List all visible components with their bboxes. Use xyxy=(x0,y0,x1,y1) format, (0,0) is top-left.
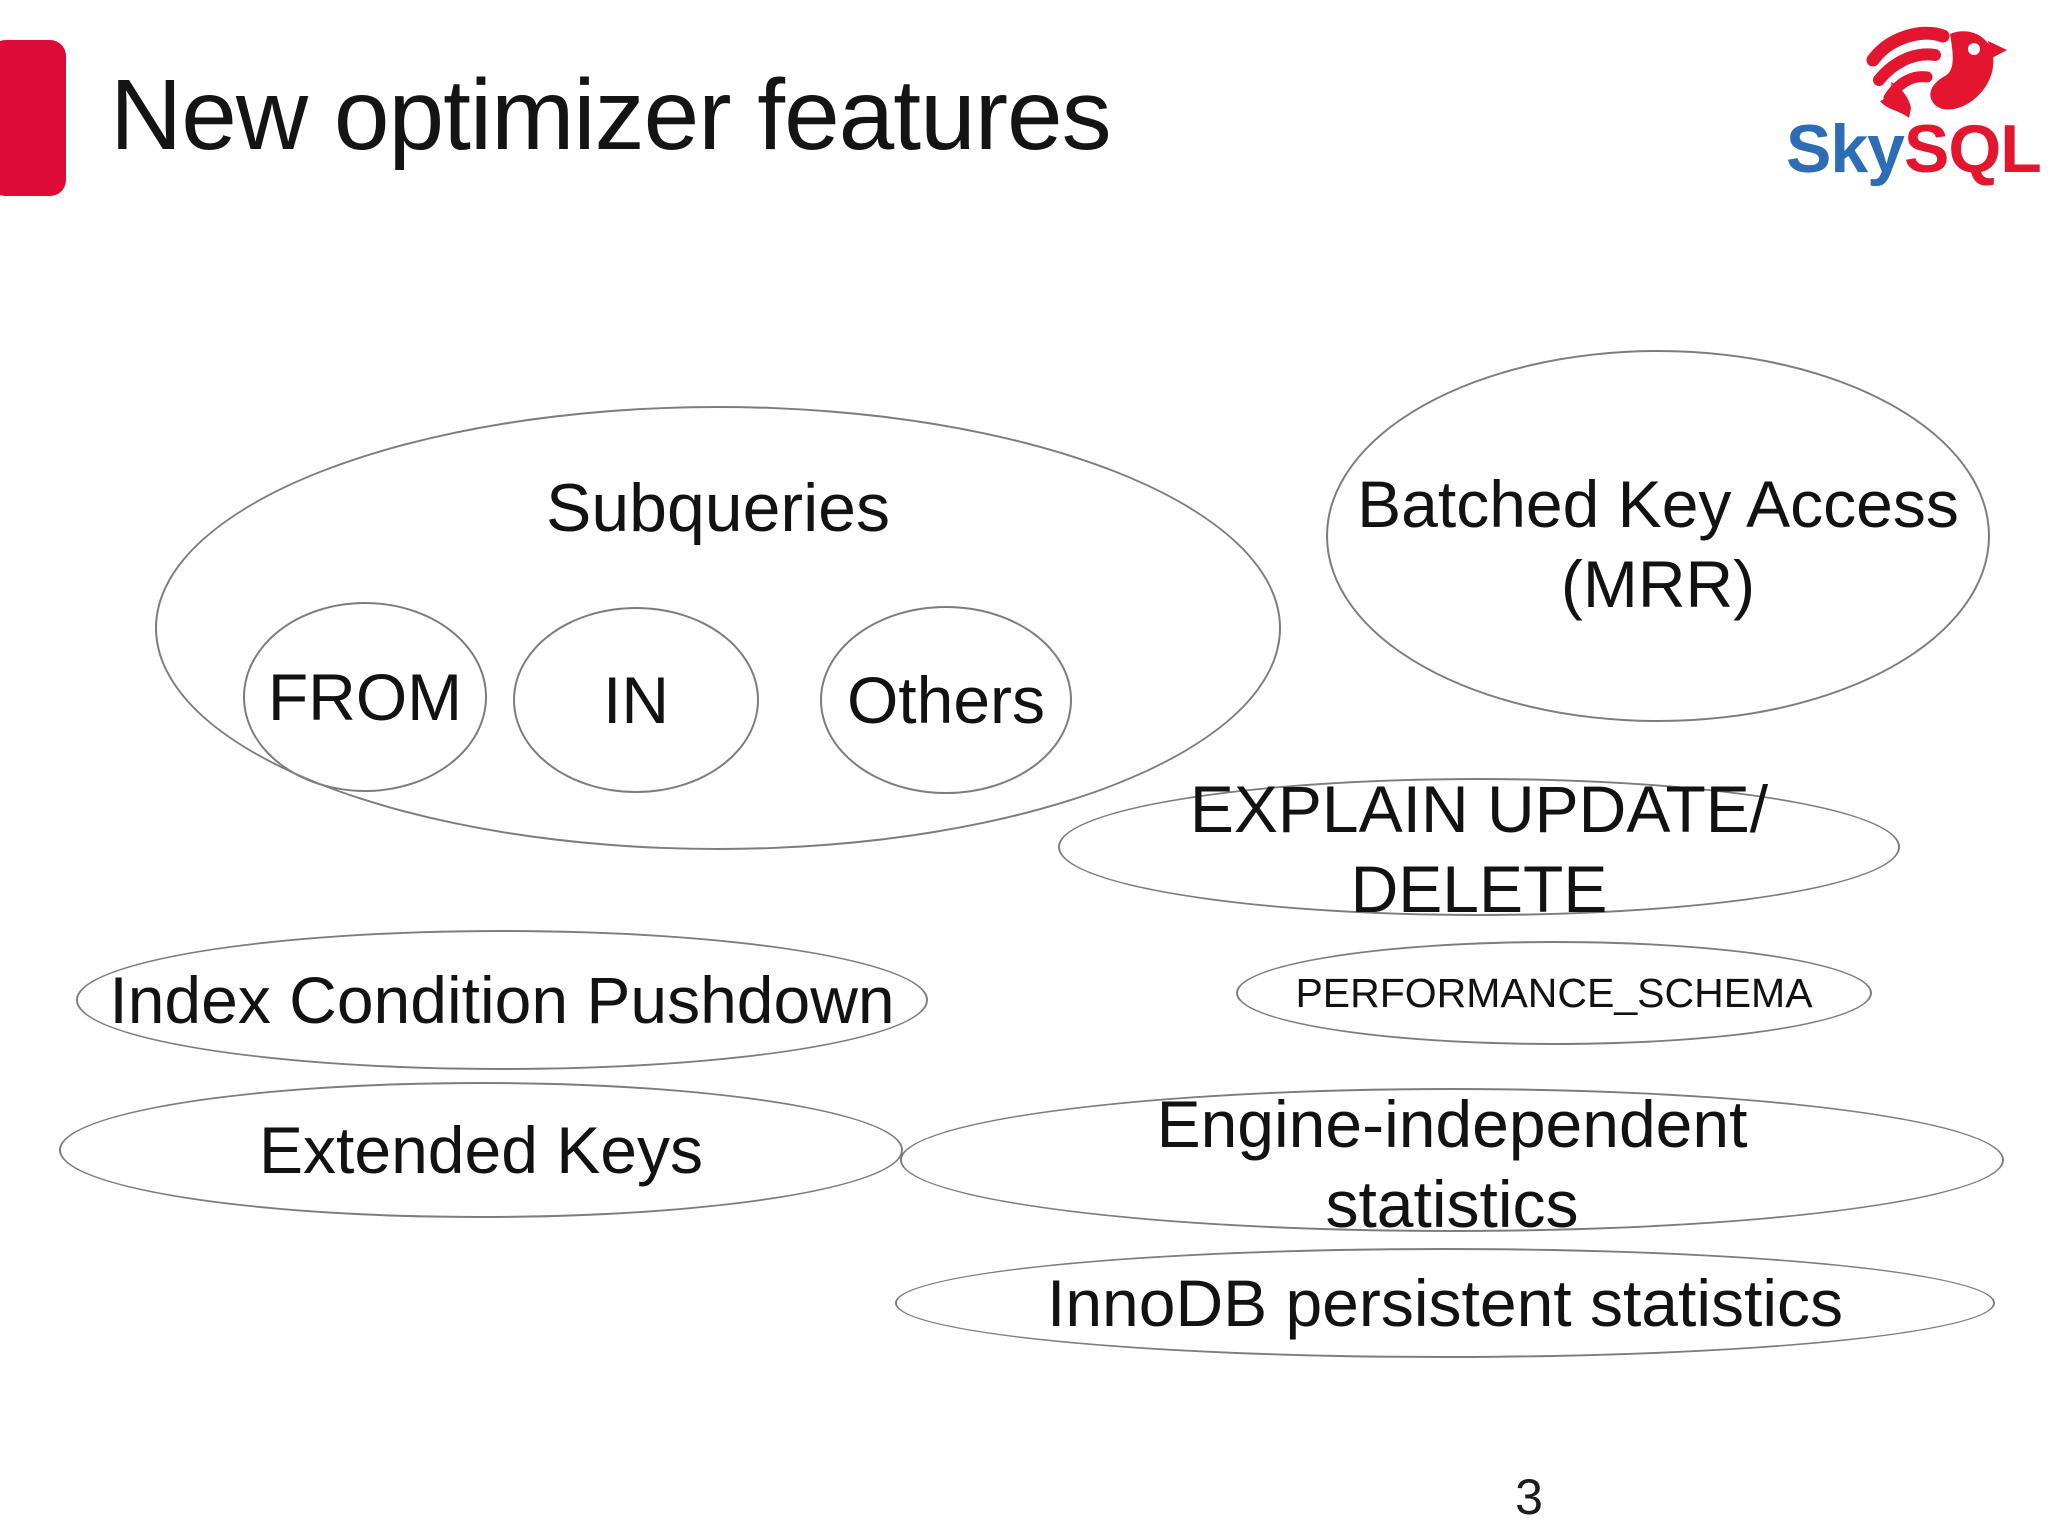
logo-sky-text: Sky xyxy=(1786,111,1905,187)
venn-others-label: Others xyxy=(820,606,1072,794)
engine-independent-statistics-line2: statistics xyxy=(1325,1167,1579,1241)
bubble-explain-update-delete-ellipse xyxy=(1058,778,1900,916)
venn-from-label: FROM xyxy=(243,602,487,792)
logo-sql-text: SQL xyxy=(1904,111,2042,187)
explain-update-delete-line2: DELETE xyxy=(1350,852,1608,926)
venn-subqueries-ellipse xyxy=(155,406,1281,850)
engine-independent-statistics-line1: Engine-independent xyxy=(1156,1087,1748,1161)
page-number: 3 xyxy=(1515,1469,1543,1525)
venn-from-ellipse xyxy=(243,602,487,792)
venn-subqueries-text: Subqueries xyxy=(545,470,891,546)
skysql-logo: SkySQL xyxy=(1780,22,2042,212)
bubble-performance-schema-label: PERFORMANCE_SCHEMA xyxy=(1236,941,1872,1045)
bubble-innodb-persistent-statistics-ellipse xyxy=(895,1248,1995,1358)
bubble-index-condition-pushdown-label: Index Condition Pushdown xyxy=(76,930,928,1070)
bubble-explain-update-delete-label: EXPLAIN UPDATE/ DELETE xyxy=(1058,768,1900,930)
performance-schema-text: PERFORMANCE_SCHEMA xyxy=(1295,970,1813,1016)
venn-in-label: IN xyxy=(513,607,759,793)
bubble-extended-keys-label: Extended Keys xyxy=(59,1082,903,1218)
page-title: New optimizer features xyxy=(110,59,1112,171)
venn-subqueries-label: Subqueries xyxy=(155,470,1281,546)
bubble-extended-keys-ellipse xyxy=(59,1082,903,1218)
index-condition-pushdown-text: Index Condition Pushdown xyxy=(109,963,895,1037)
venn-in-ellipse xyxy=(513,607,759,793)
explain-update-delete-line1: EXPLAIN UPDATE/ xyxy=(1189,772,1769,846)
bubble-engine-independent-statistics-ellipse xyxy=(900,1088,2004,1232)
bubble-batched-key-access-label: Batched Key Access (MRR) xyxy=(1326,358,1990,730)
venn-from-text: FROM xyxy=(267,660,463,734)
skysql-wordmark: SkySQL xyxy=(1786,111,2042,187)
bubble-performance-schema-ellipse xyxy=(1236,941,1872,1045)
venn-others-ellipse xyxy=(820,606,1072,794)
bubble-batched-key-access-ellipse xyxy=(1326,350,1990,722)
extended-keys-text: Extended Keys xyxy=(259,1113,703,1187)
venn-in-text: IN xyxy=(603,663,669,737)
venn-others-text: Others xyxy=(846,663,1046,737)
accent-bar xyxy=(0,40,66,196)
bubble-index-condition-pushdown-ellipse xyxy=(76,930,928,1070)
innodb-persistent-statistics-text: InnoDB persistent statistics xyxy=(1047,1266,1843,1340)
batched-key-access-line2: (MRR) xyxy=(1560,547,1756,621)
bubble-engine-independent-statistics-label: Engine-independent statistics xyxy=(900,1084,2004,1244)
bubble-innodb-persistent-statistics-label: InnoDB persistent statistics xyxy=(895,1248,1995,1358)
skysql-bird-icon xyxy=(1866,26,2007,118)
batched-key-access-line1: Batched Key Access xyxy=(1357,467,1959,541)
